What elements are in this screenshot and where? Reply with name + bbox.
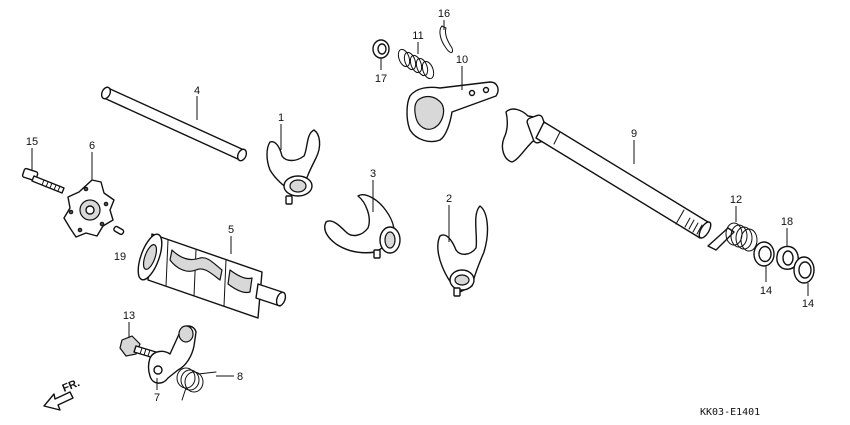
part-9-gearshift-spindle bbox=[501, 108, 712, 239]
part-16-cotter-pin bbox=[439, 20, 453, 53]
part-7-stopper-arm bbox=[147, 325, 197, 390]
callout-15: 15 bbox=[26, 136, 38, 148]
callout-12: 12 bbox=[730, 194, 742, 206]
part-19-dowel-pin bbox=[113, 225, 125, 236]
callout-6: 6 bbox=[89, 140, 95, 152]
part-13-bolt bbox=[119, 322, 157, 359]
part-14-washer-a bbox=[753, 241, 775, 282]
callout-3: 3 bbox=[370, 168, 376, 180]
callout-17: 17 bbox=[375, 73, 387, 85]
callout-18: 18 bbox=[781, 216, 793, 228]
part-10-shift-arm bbox=[406, 66, 499, 143]
part-3-shift-fork bbox=[324, 180, 401, 259]
callout-7: 7 bbox=[154, 392, 160, 404]
callout-14b: 14 bbox=[802, 298, 814, 310]
front-direction-label: FR. bbox=[61, 377, 82, 395]
callout-14a: 14 bbox=[760, 285, 772, 297]
part-1-shift-fork bbox=[266, 124, 321, 205]
part-14-washer-b bbox=[793, 256, 815, 296]
part-11-spring bbox=[397, 42, 435, 80]
callout-9: 9 bbox=[631, 128, 637, 140]
part-12-return-spring bbox=[707, 206, 758, 252]
callout-8: 8 bbox=[237, 371, 243, 383]
part-4-shift-fork-shaft bbox=[100, 86, 248, 162]
callout-19: 19 bbox=[114, 251, 126, 263]
callout-1: 1 bbox=[278, 112, 284, 124]
callout-10: 10 bbox=[456, 54, 468, 66]
front-direction-arrow-icon bbox=[43, 391, 74, 411]
callout-5: 5 bbox=[228, 224, 234, 236]
part-15-bolt bbox=[21, 148, 65, 194]
part-8-torsion-spring bbox=[176, 367, 234, 401]
part-5-shift-drum bbox=[137, 233, 287, 319]
callout-11: 11 bbox=[412, 30, 423, 42]
callout-4: 4 bbox=[194, 85, 200, 97]
part-17-washer bbox=[372, 39, 390, 70]
callout-13: 13 bbox=[123, 310, 135, 322]
callout-16: 16 bbox=[438, 8, 450, 20]
part-6-drum-stopper-plate bbox=[63, 152, 115, 238]
part-2-shift-fork bbox=[437, 205, 489, 297]
diagram-code: KK03-E1401 bbox=[700, 407, 760, 418]
callout-2: 2 bbox=[446, 193, 452, 205]
